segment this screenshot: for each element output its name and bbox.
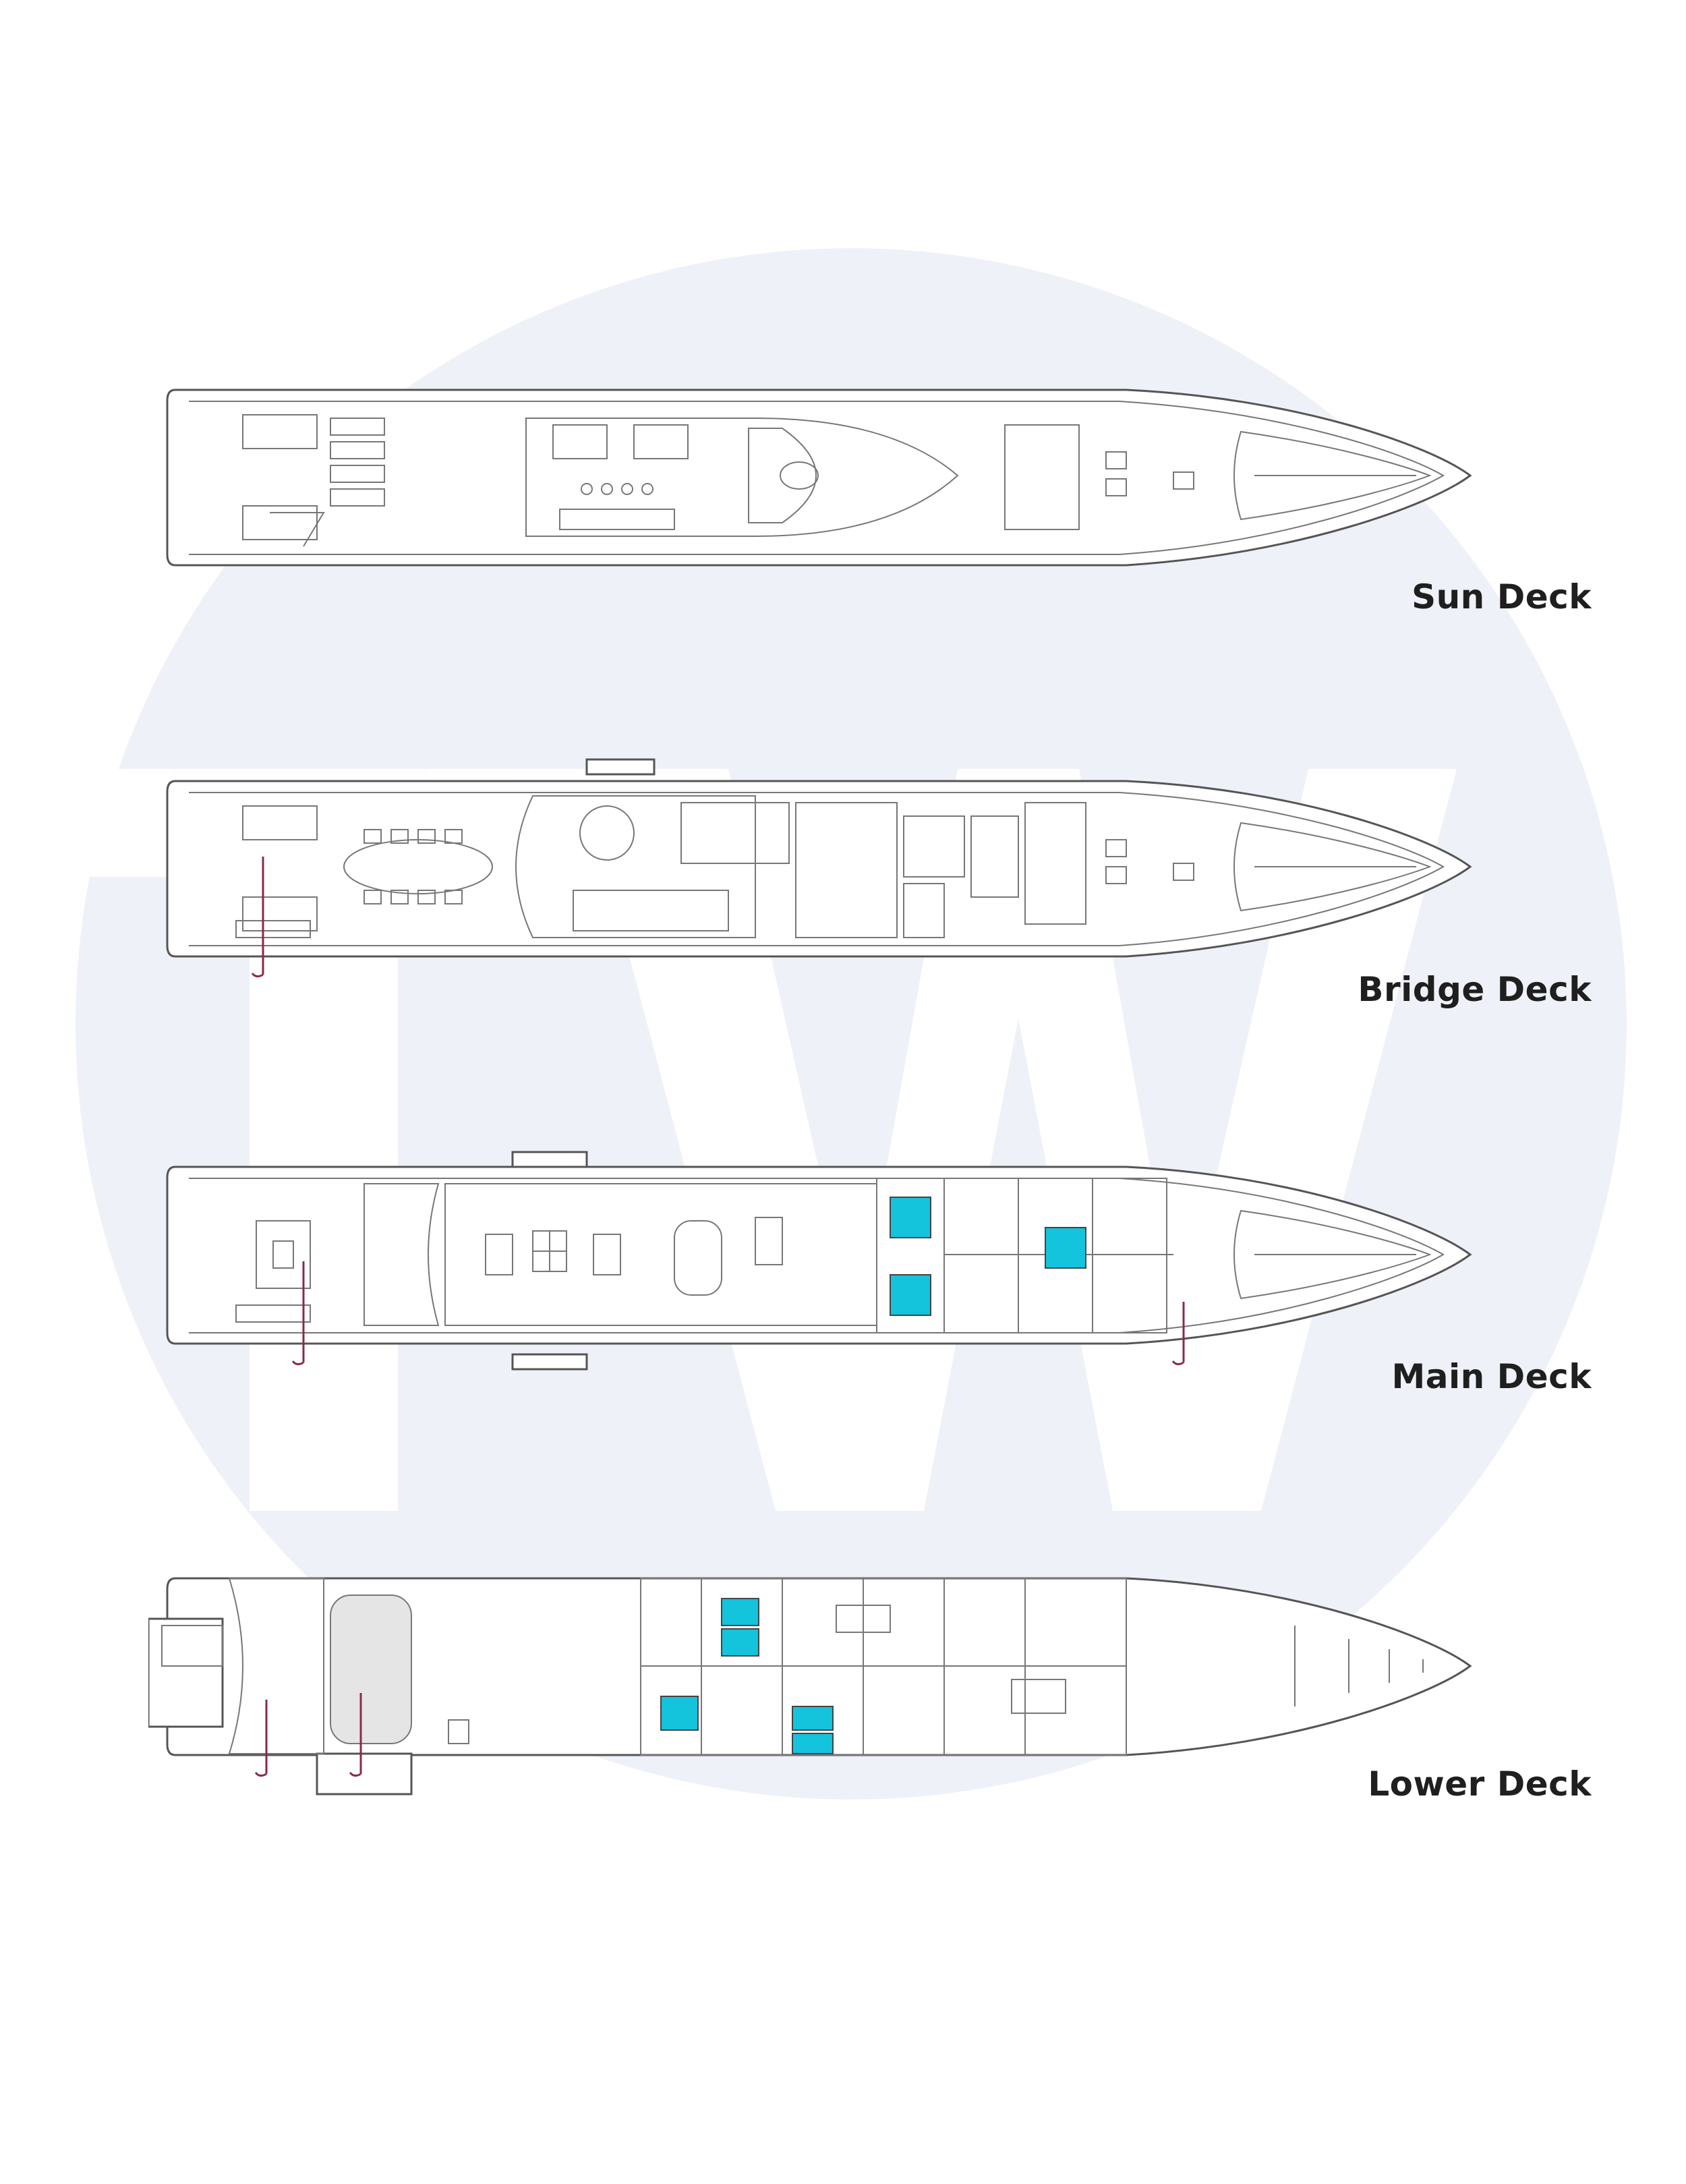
main-deck-label: Main Deck bbox=[1391, 1357, 1592, 1396]
sun-deck-plan bbox=[166, 389, 1472, 567]
bridge-deck-plan bbox=[166, 758, 1472, 978]
lower-deck-plan bbox=[148, 1577, 1472, 1795]
main-deck-plan bbox=[166, 1151, 1472, 1371]
sun-deck: Sun Deck bbox=[0, 378, 1686, 621]
sun-deck-label: Sun Deck bbox=[1412, 577, 1592, 616]
main-deck: Main Deck bbox=[0, 1140, 1686, 1403]
lower-deck: Lower Deck bbox=[0, 1551, 1686, 1821]
bridge-deck-label: Bridge Deck bbox=[1358, 970, 1592, 1009]
bridge-deck: Bridge Deck bbox=[0, 755, 1686, 1012]
lower-deck-label: Lower Deck bbox=[1368, 1764, 1592, 1804]
